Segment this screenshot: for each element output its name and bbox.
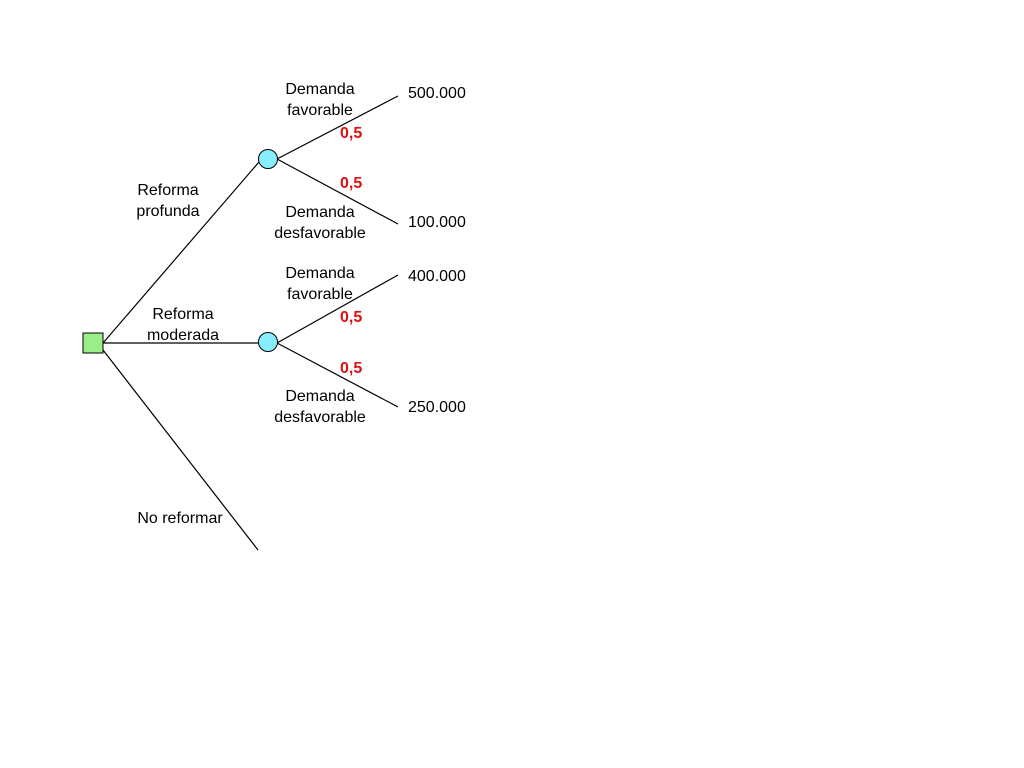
outcome-label-line: favorable bbox=[287, 102, 353, 119]
branch-moderada-desfavorable bbox=[276, 342, 399, 408]
chance-node-profunda bbox=[258, 149, 278, 169]
option-label-no-reformar: No reformar bbox=[137, 508, 222, 529]
outcome-label-line: Demanda bbox=[285, 204, 355, 221]
payoff-profunda-favorable: 500.000 bbox=[408, 85, 466, 102]
option-label-reforma-profunda: Reforma profunda bbox=[136, 180, 199, 222]
probability-moderada-favorable: 0,5 bbox=[340, 309, 363, 326]
payoff-profunda-desfavorable: 100.000 bbox=[408, 214, 466, 231]
branch-profunda-desfavorable bbox=[276, 158, 399, 225]
option-label-line: profunda bbox=[136, 203, 200, 220]
outcome-label-line: Demanda bbox=[285, 265, 355, 282]
branch-reforma-profunda bbox=[102, 161, 260, 344]
outcome-label-moderada-favorable: Demanda favorable bbox=[285, 263, 354, 305]
outcome-label-profunda-desfavorable: Demanda desfavorable bbox=[274, 202, 366, 244]
outcome-label-profunda-favorable: Demanda favorable bbox=[285, 79, 354, 121]
probability-moderada-desfavorable: 0,5 bbox=[340, 360, 363, 377]
option-label-line: No reformar bbox=[137, 510, 223, 527]
outcome-label-line: favorable bbox=[287, 286, 353, 303]
probability-profunda-favorable: 0,5 bbox=[340, 125, 363, 142]
payoff-moderada-desfavorable: 250.000 bbox=[408, 399, 466, 416]
branch-profunda-favorable bbox=[276, 95, 399, 160]
outcome-label-line: desfavorable bbox=[274, 225, 366, 242]
probability-profunda-desfavorable: 0,5 bbox=[340, 175, 363, 192]
option-label-line: Reforma bbox=[152, 306, 214, 323]
payoff-moderada-favorable: 400.000 bbox=[408, 268, 466, 285]
option-label-line: moderada bbox=[146, 327, 220, 344]
option-label-reforma-moderada: Reforma moderada bbox=[147, 304, 219, 346]
branch-no-reformar bbox=[102, 349, 259, 551]
outcome-label-line: Demanda bbox=[285, 388, 355, 405]
outcome-label-line: desfavorable bbox=[274, 409, 366, 426]
outcome-label-moderada-desfavorable: Demanda desfavorable bbox=[274, 386, 366, 428]
chance-node-moderada bbox=[258, 332, 278, 352]
branch-moderada-favorable bbox=[276, 274, 399, 344]
outcome-label-line: Demanda bbox=[285, 81, 355, 98]
option-label-line: Reforma bbox=[137, 182, 199, 199]
decision-node bbox=[82, 332, 104, 354]
